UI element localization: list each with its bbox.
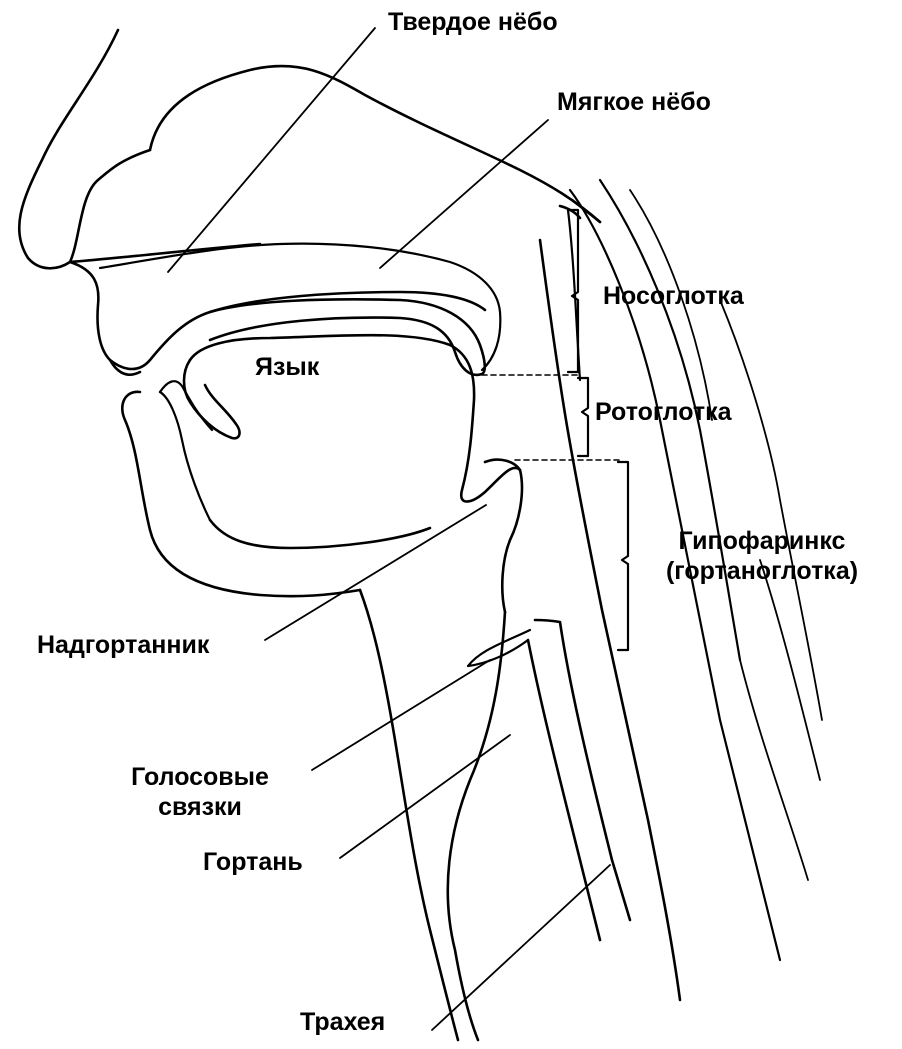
esophagus-back bbox=[528, 640, 600, 940]
neck-front bbox=[360, 590, 458, 1040]
mouth-floor bbox=[210, 520, 430, 548]
tongue-outline bbox=[190, 335, 520, 501]
label-hypopharynx-line2: (гортаноглотка) bbox=[652, 557, 872, 587]
label-larynx: Гортань bbox=[203, 848, 303, 878]
pharynx-posterior-wall bbox=[540, 240, 680, 1000]
oropharynx-bracket bbox=[578, 378, 588, 456]
nose-outline bbox=[19, 30, 260, 268]
larynx-anterior bbox=[448, 612, 505, 1040]
lower-teeth bbox=[160, 392, 210, 520]
leader-epiglottis bbox=[265, 505, 486, 640]
leader-trachea bbox=[432, 865, 610, 1030]
label-hypopharynx-line1: Гипофаринкс bbox=[652, 527, 872, 557]
soft-palate bbox=[210, 299, 485, 375]
epiglottis-shape bbox=[485, 460, 522, 612]
label-epiglottis: Надгортанник bbox=[37, 631, 209, 661]
label-vocal-cords-line2: связки bbox=[100, 793, 300, 823]
palate-upper-contour bbox=[150, 66, 600, 222]
vocal-cords-shape bbox=[468, 630, 530, 666]
label-hard-palate: Твердое нёбо bbox=[388, 8, 558, 38]
label-vocal-cords-line1: Голосовые bbox=[100, 763, 300, 793]
tongue-tip bbox=[184, 360, 239, 438]
label-trachea: Трахея bbox=[300, 1008, 385, 1038]
leader-hard-palate bbox=[168, 28, 375, 272]
label-nasopharynx: Носоглотка bbox=[603, 282, 744, 312]
label-oropharynx: Ротоглотка bbox=[595, 398, 732, 428]
nose-upper-bridge bbox=[70, 150, 150, 262]
label-hypopharynx: Гипофаринкс (гортаноглотка) bbox=[652, 527, 872, 586]
label-vocal-cords: Голосовые связки bbox=[100, 763, 300, 822]
spine-line-4 bbox=[720, 300, 822, 720]
lower-lip-and-chin bbox=[122, 392, 360, 596]
hypopharynx-bracket bbox=[618, 462, 628, 650]
leader-larynx bbox=[340, 735, 510, 858]
spine-line-5 bbox=[760, 560, 820, 780]
label-soft-palate: Мягкое нёбо bbox=[557, 88, 711, 118]
jaw-inner bbox=[160, 381, 212, 430]
leader-vocal-cords bbox=[312, 660, 490, 770]
label-tongue: Язык bbox=[255, 353, 319, 383]
